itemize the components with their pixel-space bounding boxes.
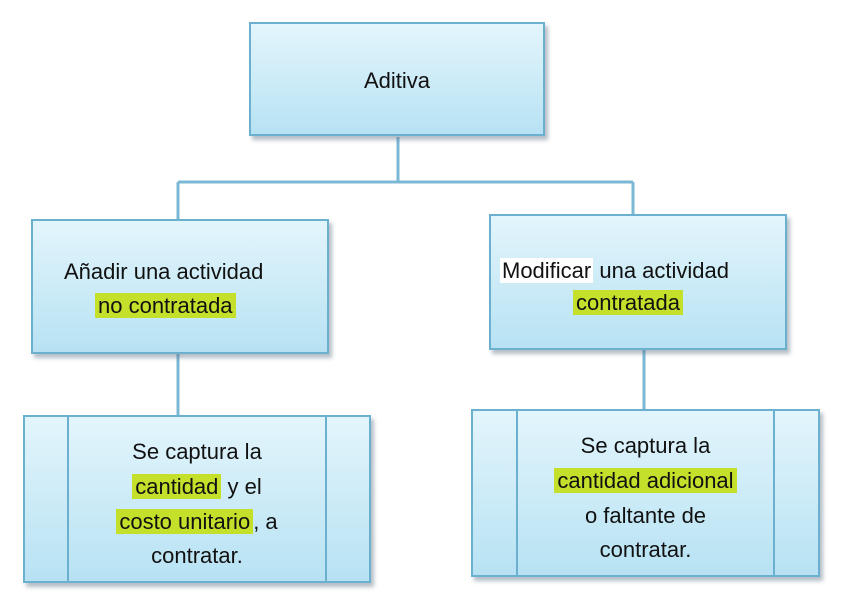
left-detail-line1: Se captura la (132, 439, 262, 464)
right-detail-line2: cantidad adicional (473, 464, 818, 498)
right-detail-line1: Se captura la (580, 433, 711, 458)
right-detail-highlight: cantidad adicional (554, 468, 737, 493)
left-detail-line3-rest: , a (253, 509, 278, 534)
right-node-word: Modificar (500, 258, 594, 283)
right-node-line2-wrap: contratada (573, 286, 683, 320)
left-node-line1: Añadir una actividad (64, 259, 264, 284)
root-label: Aditiva (363, 68, 431, 93)
right-detail-node: Se captura la cantidad adicional o falta… (471, 409, 820, 577)
right-detail-line3: o faltante de (584, 503, 707, 528)
root-node: Aditiva (249, 22, 545, 136)
left-detail-highlight-1: cantidad (132, 474, 222, 499)
left-detail-line2-rest: y el (221, 474, 262, 499)
right-detail-divider-right (773, 411, 775, 575)
right-node-line1: Modificar una actividad (500, 254, 729, 288)
left-detail-line2: cantidad y el (25, 470, 369, 504)
left-detail-divider-left (67, 417, 69, 581)
left-detail-highlight-2: costo unitario (116, 509, 254, 534)
right-detail-line4: contratar. (599, 537, 692, 562)
left-detail-line4: contratar. (151, 543, 243, 568)
left-detail-node: Se captura la cantidad y el costo unitar… (23, 415, 371, 583)
right-detail-divider-left (516, 411, 518, 575)
right-node-highlight: contratada (573, 290, 683, 315)
left-detail-divider-right (325, 417, 327, 581)
left-detail-line3: costo unitario, a (25, 505, 369, 539)
right-node: Modificar una actividad contratada (489, 214, 787, 350)
left-node-line2-wrap: no contratada (95, 289, 236, 323)
right-node-line1-rest: una actividad (593, 258, 730, 283)
left-node-highlight: no contratada (95, 293, 236, 318)
left-node: Añadir una actividad no contratada (31, 219, 329, 354)
